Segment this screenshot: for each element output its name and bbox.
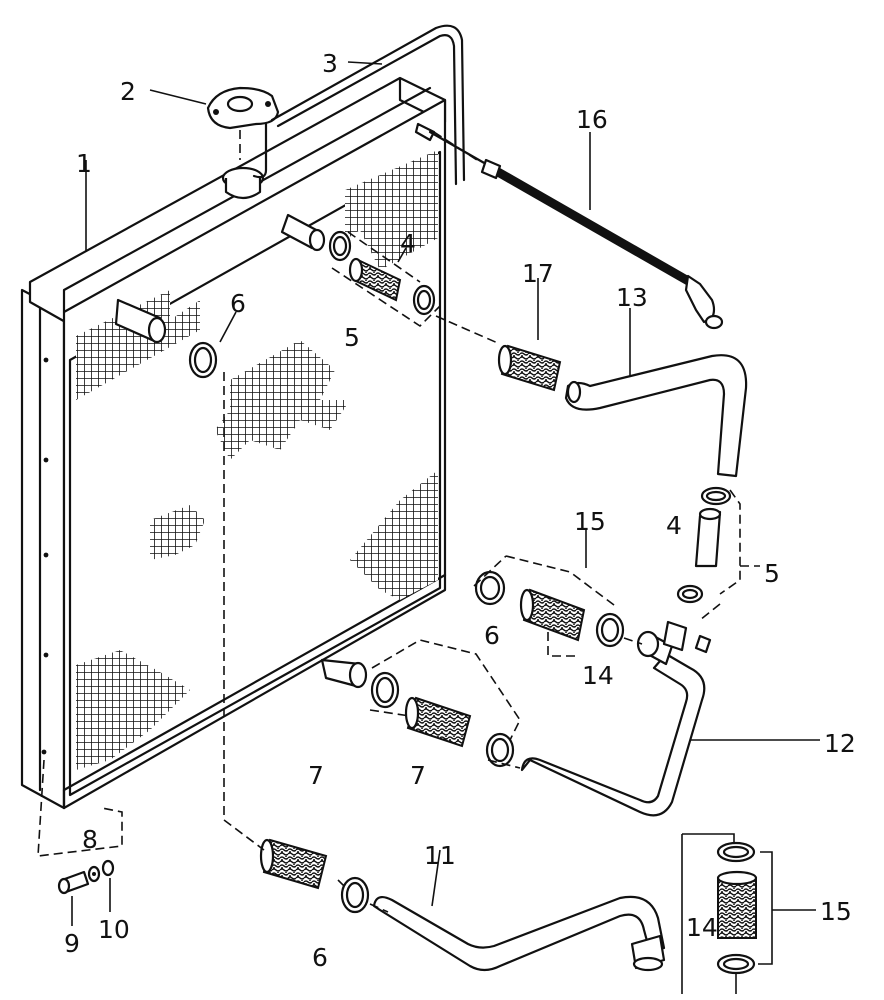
callout-16: 16 — [576, 105, 608, 134]
leader-lines — [37, 61, 820, 994]
filler-gasket — [206, 86, 280, 160]
clamp-15-right-a — [716, 841, 756, 863]
callout-1: 1 — [76, 149, 92, 178]
callout-5-upper: 5 — [344, 323, 360, 352]
callout-17: 17 — [522, 259, 554, 288]
sleeve-14-right — [716, 870, 758, 939]
callout-2: 2 — [120, 77, 136, 106]
callout-10: 10 — [98, 915, 130, 944]
overflow-pipe — [252, 24, 466, 186]
callout-7-lower: 7 — [308, 761, 324, 790]
callout-6-lower: 6 — [312, 943, 328, 972]
callout-5-right: 5 — [764, 559, 780, 588]
clamp-15-a — [474, 570, 506, 606]
clamp-5-right-b — [676, 584, 704, 604]
sleeve-4-right — [694, 507, 722, 568]
clamp-5-upper-b — [412, 284, 436, 316]
callout-labels: 1 2 3 4 4 5 5 6 6 6 7 7 8 9 10 11 12 13 … — [64, 49, 856, 972]
bolt — [57, 870, 90, 895]
nut — [101, 859, 115, 877]
bottom-hose — [372, 895, 666, 972]
sleeve-7-lower — [259, 838, 328, 890]
callout-13: 13 — [616, 283, 648, 312]
lower-hose — [520, 620, 712, 817]
clamp-6-middle-a — [370, 671, 400, 709]
radiator-core — [20, 76, 447, 810]
clamp-6-upper — [188, 341, 218, 379]
callout-14-right: 14 — [686, 913, 718, 942]
sleeve-4-upper — [348, 257, 402, 302]
washer — [87, 865, 101, 883]
upper-hose — [564, 354, 748, 478]
callout-9: 9 — [64, 929, 80, 958]
callout-4-right: 4 — [666, 511, 682, 540]
clamp-5-upper-a — [328, 230, 352, 262]
callout-11: 11 — [424, 841, 456, 870]
clamp-6-lower — [340, 876, 370, 914]
callout-4-upper: 4 — [400, 229, 416, 258]
callout-15-right: 15 — [820, 897, 852, 926]
callout-7-middle: 7 — [410, 761, 426, 790]
sleeve-17 — [497, 344, 562, 392]
callout-6-upper: 6 — [230, 289, 246, 318]
callout-3: 3 — [322, 49, 338, 78]
callout-12: 12 — [824, 729, 856, 758]
callout-8: 8 — [82, 825, 98, 854]
callout-15-middle: 15 — [574, 507, 606, 536]
callout-14-middle: 14 — [582, 661, 614, 690]
braided-hose — [428, 130, 724, 330]
sleeve-7-middle — [404, 696, 472, 748]
clamp-15-b — [595, 612, 625, 648]
sleeve-14 — [519, 588, 586, 642]
clamp-5-right-a — [700, 486, 732, 506]
clamp-15-right-b — [716, 953, 756, 975]
callout-6-middle: 6 — [484, 621, 500, 650]
clamp-6-middle-b — [485, 732, 515, 768]
